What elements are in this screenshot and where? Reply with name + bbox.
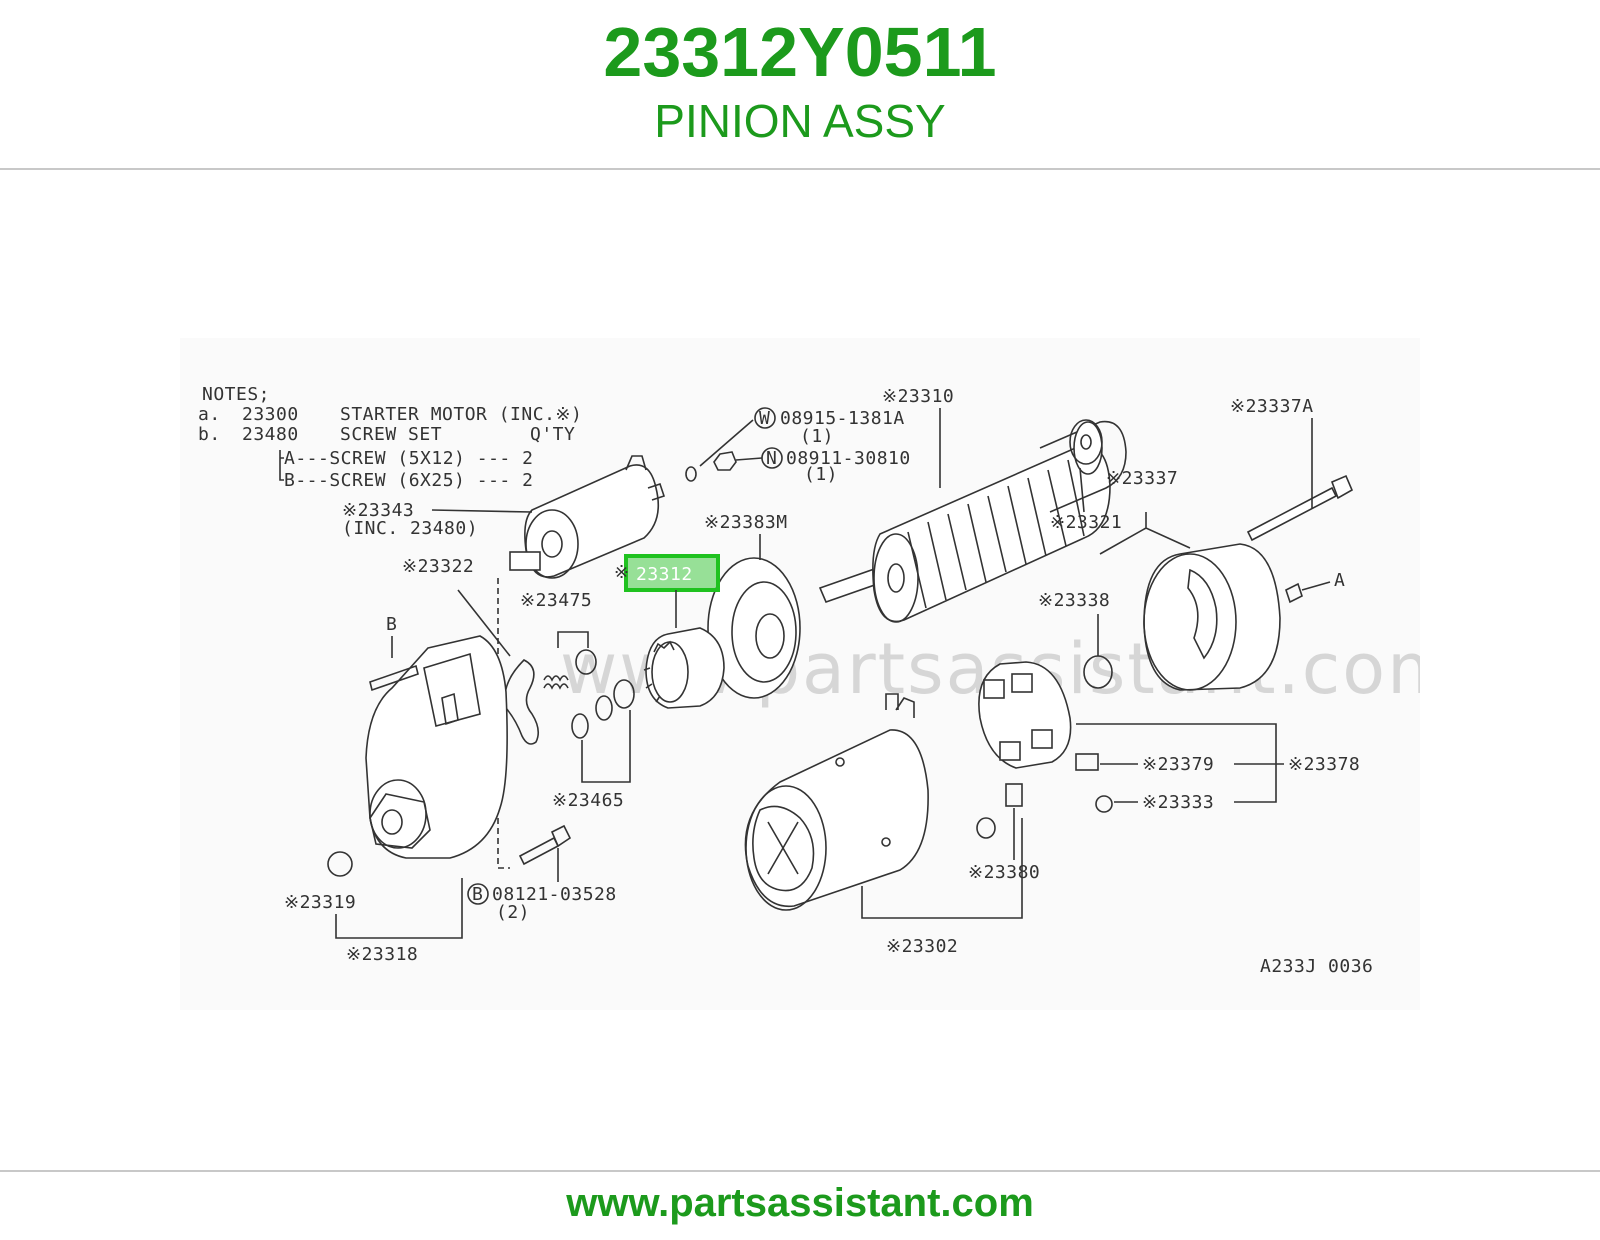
leader-w bbox=[699, 419, 754, 467]
end-cover-part bbox=[1143, 543, 1281, 691]
leader-23321 bbox=[1079, 467, 1085, 513]
notes-bracket bbox=[279, 450, 284, 481]
label-23380: ※23380 bbox=[968, 862, 1040, 883]
brush-23380-part bbox=[1005, 783, 1023, 807]
spring-23475-part bbox=[543, 675, 569, 690]
parts-diagram: www.partsassistant.com NOTES; a. 23300 S… bbox=[180, 338, 1455, 1010]
label-23475: ※23475 bbox=[520, 590, 592, 611]
spring-23333-part bbox=[1095, 795, 1113, 813]
notes-block: NOTES; a. 23300 STARTER MOTOR (INC.※) b.… bbox=[198, 384, 582, 491]
header-divider bbox=[0, 168, 1600, 170]
label-23319: ※23319 bbox=[284, 892, 356, 913]
label-23322: ※23322 bbox=[402, 556, 474, 577]
label-23343: ※23343 bbox=[342, 500, 414, 521]
note-a-desc: STARTER MOTOR (INC.※) bbox=[340, 404, 582, 425]
bracket-23318 bbox=[335, 878, 463, 939]
label-23465: ※23465 bbox=[552, 790, 624, 811]
leader-23322 bbox=[457, 589, 511, 657]
label-n-part: 08911-30810 bbox=[786, 448, 911, 469]
label-23310: ※23310 bbox=[882, 386, 954, 407]
label-23302: ※23302 bbox=[886, 936, 958, 957]
label-23312-mark: ※ bbox=[614, 562, 630, 583]
nut-n-part bbox=[713, 451, 737, 471]
through-bolt-part bbox=[1246, 474, 1354, 542]
note-row-a: A---SCREW (5X12) --- 2 bbox=[284, 448, 533, 469]
bracket-23302 bbox=[861, 818, 1023, 919]
screw-b-part bbox=[369, 664, 419, 692]
dashed-guide bbox=[497, 578, 510, 869]
label-w-circle: W bbox=[759, 408, 770, 429]
label-b-part: 08121-03528 bbox=[492, 884, 617, 905]
label-23312[interactable]: 23312 bbox=[636, 564, 693, 585]
washer-23321-part bbox=[1069, 419, 1103, 465]
note-a-part: 23300 bbox=[242, 404, 299, 425]
label-23379: ※23379 bbox=[1142, 754, 1214, 775]
label-23338: ※23338 bbox=[1038, 590, 1110, 611]
label-b-ref: B bbox=[386, 614, 397, 635]
solenoid-part bbox=[509, 455, 666, 579]
circle-b bbox=[467, 883, 489, 905]
ring-23475-a-part bbox=[575, 649, 597, 675]
label-23378: ※23378 bbox=[1288, 754, 1360, 775]
highlight-box-23312[interactable] bbox=[624, 554, 720, 592]
label-23337A: ※23337A bbox=[1230, 396, 1314, 417]
bracket-23337 bbox=[1099, 512, 1191, 555]
parts-diagram-svg: www.partsassistant.com NOTES; a. 23300 S… bbox=[198, 384, 1455, 977]
yoke-part bbox=[744, 693, 929, 911]
label-23343-inc: (INC. 23480) bbox=[342, 518, 478, 539]
label-w-part: 08915-1381A bbox=[780, 408, 905, 429]
screw-a-part bbox=[1285, 582, 1303, 604]
note-b-key: b. bbox=[198, 424, 221, 445]
brush-23379-part bbox=[1075, 753, 1099, 771]
footer-website-link[interactable]: www.partsassistant.com bbox=[566, 1181, 1034, 1225]
bushing-23380-part bbox=[976, 817, 996, 839]
note-b-desc: SCREW SET bbox=[340, 424, 442, 445]
note-qty-header: Q'TY bbox=[530, 424, 575, 445]
circle-w bbox=[754, 407, 776, 429]
bracket-23475 bbox=[557, 631, 589, 648]
note-row-b: B---SCREW (6X25) --- 2 bbox=[284, 470, 533, 491]
part-number-title: 23312Y0511 bbox=[603, 13, 997, 91]
bracket-23378 bbox=[1076, 723, 1284, 803]
footer-divider bbox=[0, 1170, 1600, 1172]
label-23318: ※23318 bbox=[346, 944, 418, 965]
center-plate-part bbox=[707, 557, 801, 699]
label-n-circle: N bbox=[766, 448, 777, 469]
bushing-23319-part bbox=[327, 851, 353, 877]
label-a-ref: A bbox=[1334, 570, 1345, 591]
note-a-key: a. bbox=[198, 404, 221, 425]
label-23383M: ※23383M bbox=[704, 512, 788, 533]
brush-holder-part bbox=[978, 661, 1072, 769]
label-w-qty: (1) bbox=[800, 426, 834, 447]
label-23333: ※23333 bbox=[1142, 792, 1214, 813]
bolt-08121-part bbox=[518, 836, 560, 866]
diagram-code: A233J 0036 bbox=[1260, 956, 1373, 977]
bracket-23465 bbox=[581, 710, 631, 783]
label-n-qty: (1) bbox=[804, 464, 838, 485]
leader-23343 bbox=[431, 509, 533, 513]
pinion-assy-part bbox=[643, 627, 725, 709]
washer-w-part bbox=[685, 466, 697, 482]
label-b-qty: (2) bbox=[496, 902, 530, 923]
label-23321: ※23321 bbox=[1050, 512, 1122, 533]
washer-23465-c-part bbox=[613, 679, 635, 709]
label-b-circle: B bbox=[472, 884, 483, 905]
notes-title: NOTES; bbox=[202, 384, 270, 405]
label-23337: ※23337 bbox=[1106, 468, 1178, 489]
note-b-part: 23480 bbox=[242, 424, 299, 445]
front-housing-part bbox=[365, 635, 508, 859]
leader-a bbox=[1301, 581, 1331, 591]
page-header: 23312Y0511 PINION ASSY bbox=[0, 0, 1600, 168]
leader-n bbox=[735, 457, 763, 461]
shift-lever-part bbox=[504, 659, 540, 745]
washer-23465-b-part bbox=[595, 695, 613, 721]
washer-23465-a-part bbox=[571, 713, 589, 739]
part-name-subtitle: PINION ASSY bbox=[654, 95, 946, 147]
circle-n bbox=[761, 447, 783, 469]
